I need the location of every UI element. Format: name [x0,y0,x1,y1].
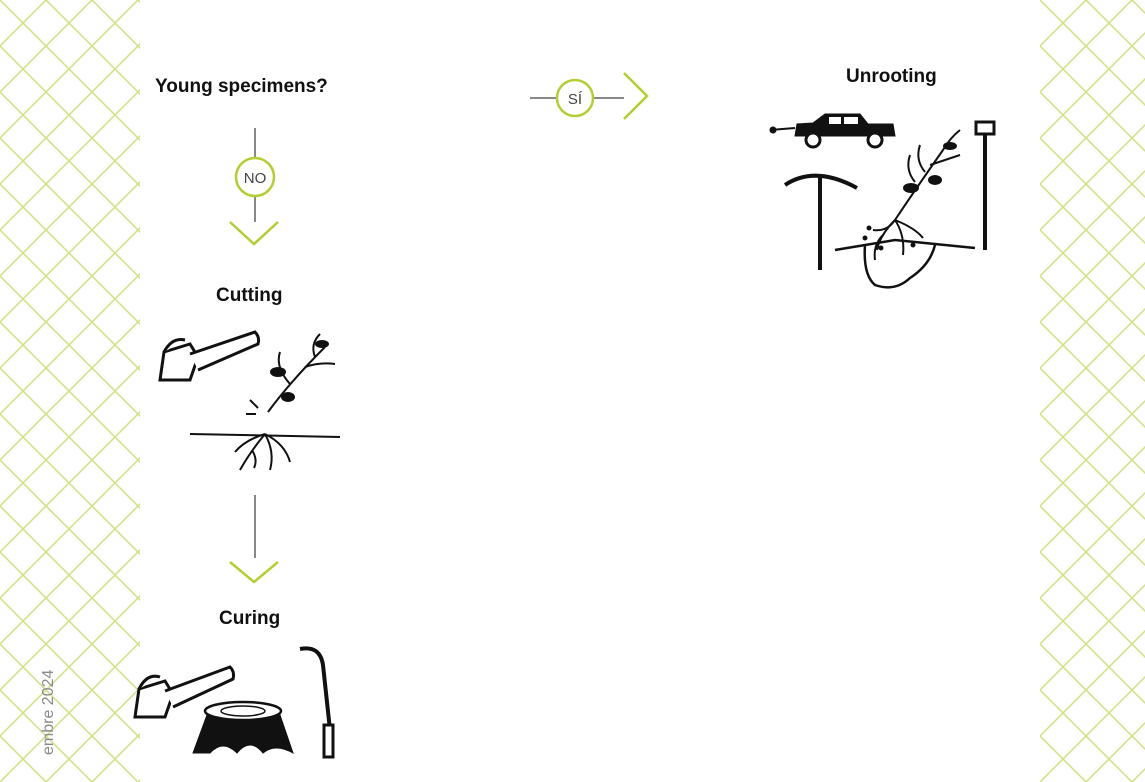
no-label: NO [244,170,267,187]
sapling-icon [246,334,335,414]
chainsaw-icon [160,332,259,380]
ground-hole [835,240,975,287]
machete-icon [300,648,333,757]
no-connector: NO [230,128,278,244]
cutting-illustration [150,322,350,472]
cutting-to-curing-connector [230,495,278,582]
unrooting-illustration [765,110,1010,295]
tree-stump-icon [193,702,293,753]
curing-illustration [125,645,350,765]
yes-connector: SÍ [530,73,647,119]
truck-icon [770,114,895,147]
pickaxe-icon [785,176,857,270]
yes-label: SÍ [568,91,583,108]
roots-icon [190,434,340,470]
shovel-icon [976,122,994,250]
